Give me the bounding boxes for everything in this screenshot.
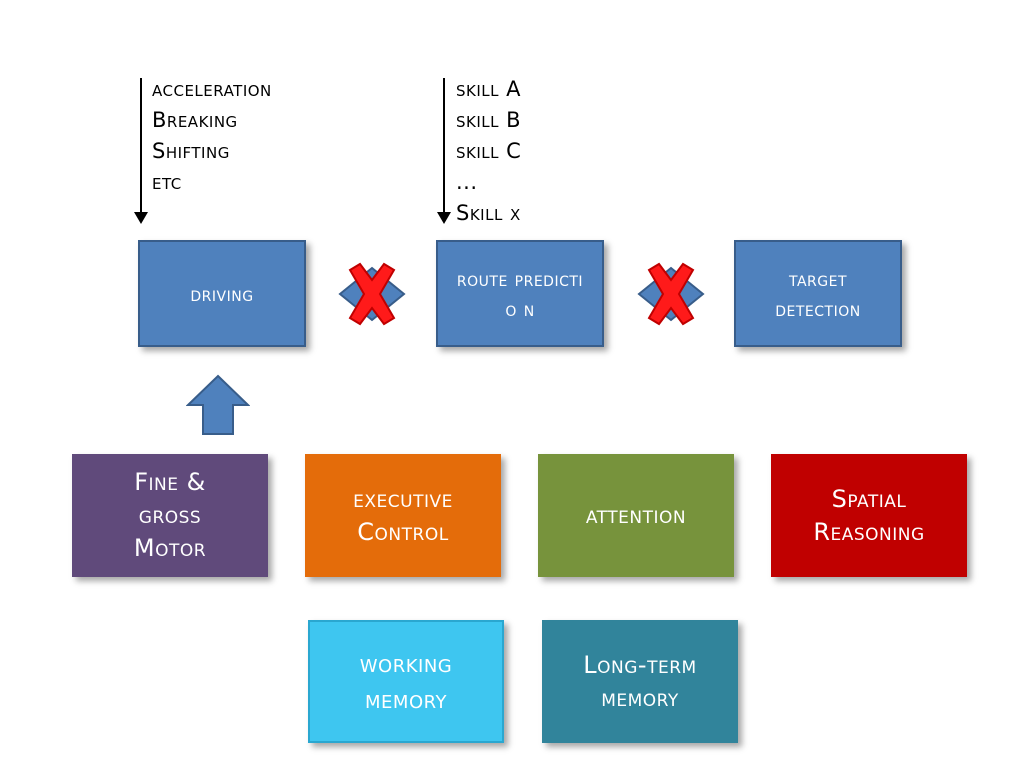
- working-memory-card: working memory: [308, 620, 504, 743]
- down-arrow-left: [134, 78, 148, 224]
- list-item: Skill x: [456, 201, 521, 225]
- list-item: skill A: [456, 77, 522, 101]
- list-item: skill B: [456, 108, 522, 132]
- attention-card: attention: [538, 454, 734, 577]
- driving-box: driving: [138, 240, 306, 347]
- route-prediction-box: route predictio n: [436, 240, 604, 347]
- fine-gross-motor-card: Fine & gross Motor: [72, 454, 268, 577]
- long-term-memory-card: Long-term memory: [542, 620, 738, 743]
- down-arrow-middle: [437, 78, 451, 224]
- card-label: Long-term memory: [583, 650, 697, 712]
- list-item: Shifting: [152, 139, 230, 163]
- x-mark-icon: [338, 262, 406, 326]
- list-item: acceleration: [152, 77, 272, 101]
- skills-list: skill A skill B skill C ... Skill x: [456, 74, 521, 229]
- executive-control-card: executive Control: [305, 454, 501, 577]
- up-arrow-icon: [186, 374, 250, 435]
- list-item: skill C: [456, 139, 522, 163]
- driving-actions-list: acceleration Breaking Shifting etc: [152, 74, 272, 198]
- spatial-reasoning-card: Spatial Reasoning: [771, 454, 967, 577]
- card-label: Fine & gross Motor: [133, 468, 207, 562]
- card-label: Spatial Reasoning: [813, 484, 925, 546]
- target-detection-label: target detection: [775, 266, 861, 321]
- list-item: etc: [152, 170, 182, 194]
- card-label: attention: [585, 501, 687, 529]
- target-detection-box: target detection: [734, 240, 902, 347]
- x-mark-icon: [637, 262, 705, 326]
- list-item: ...: [456, 170, 478, 194]
- card-label: working memory: [359, 648, 453, 715]
- route-prediction-label: route predictio n: [456, 266, 584, 321]
- driving-label: driving: [190, 281, 254, 306]
- list-item: Breaking: [152, 108, 238, 132]
- card-label: executive Control: [353, 484, 453, 546]
